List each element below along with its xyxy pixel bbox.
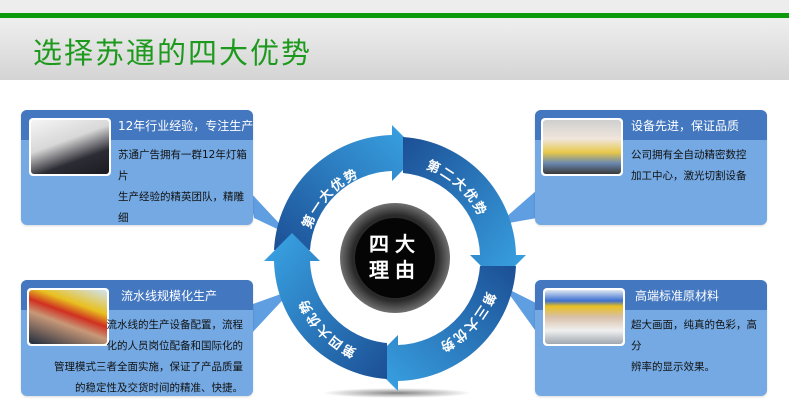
advantage-card-2: 设备先进，保证品质 公司拥有全自动精密数控 加工中心，激光切割设备 <box>535 110 767 225</box>
card-title: 设备先进，保证品质 <box>631 119 740 133</box>
hardhat-workers-photo <box>27 288 109 346</box>
center-label-line1: 四大 <box>369 232 421 256</box>
center-label: 四大 理由 <box>355 231 435 283</box>
card-title: 流水线规模化生产 <box>121 289 218 303</box>
card-body-line: 公司拥有全自动精密数控 <box>631 149 747 161</box>
card-body: 苏通广告拥有一群12年灯箱片 生产经验的精英团队，精雕细 琢，层层把关。 <box>118 145 253 225</box>
ring-segment-4 <box>264 233 387 379</box>
card-pointer-3 <box>250 290 292 335</box>
card-body-line: 的稳定性及交货时间的精准、快捷。 <box>75 382 243 394</box>
card-body-line: 生产经验的精英团队，精雕细 <box>118 191 244 224</box>
ring-segment-2 <box>403 137 526 283</box>
staff-group-photo <box>541 118 623 176</box>
section-header: 选择苏通的四大优势 <box>0 18 789 80</box>
card-body-line: 超大画面，纯真的色彩，高分 <box>631 319 757 352</box>
center-badge <box>355 218 435 298</box>
advantage-cycle-ring: 第一大优势 第二大优势 第三大优势 第四大优势 <box>264 125 526 391</box>
card-body-line: 化的人员岗位配备和国际化的 <box>106 340 244 352</box>
card-body: 超大画面，纯真的色彩，高分 辨率的显示效果。 <box>631 315 767 378</box>
top-strip <box>0 0 789 13</box>
engineers-blueprint-photo <box>543 288 625 346</box>
card-body-line: 加工中心，激光切割设备 <box>631 170 747 182</box>
center-label-line2: 理由 <box>369 258 421 282</box>
green-accent-bar <box>0 13 789 18</box>
advantage-card-3: 流水线规模化生产 流水线的生产设备配置，流程 化的人员岗位配备和国际化的 管理模… <box>21 280 253 396</box>
card-pointer-4 <box>504 287 540 337</box>
advantage-card-4: 高端标准原材料 超大画面，纯真的色彩，高分 辨率的显示效果。 <box>535 280 767 396</box>
card-title: 12年行业经验，专注生产 <box>118 119 253 133</box>
card-body-line: 流水线的生产设备配置，流程 <box>106 319 244 331</box>
advantage-card-1: 12年行业经验，专注生产 苏通广告拥有一群12年灯箱片 生产经验的精英团队，精雕… <box>21 110 253 225</box>
card-body: 流水线的生产设备配置，流程 化的人员岗位配备和国际化的 管理模式三者全面实施，保… <box>21 315 243 396</box>
ring-segment-1 <box>274 125 420 250</box>
business-team-photo <box>29 118 111 176</box>
card-body: 公司拥有全自动精密数控 加工中心，激光切割设备 <box>631 145 747 187</box>
card-body-line: 管理模式三者全面实施，保证了产品质量 <box>54 361 243 373</box>
page-title: 选择苏通的四大优势 <box>33 36 313 70</box>
ring-shadow <box>322 388 472 398</box>
card-body-line: 辨率的显示效果。 <box>631 361 715 373</box>
card-title: 高端标准原材料 <box>635 289 720 303</box>
ring-segment-3 <box>370 266 516 391</box>
card-body-line: 苏通广告拥有一群12年灯箱片 <box>118 149 247 182</box>
